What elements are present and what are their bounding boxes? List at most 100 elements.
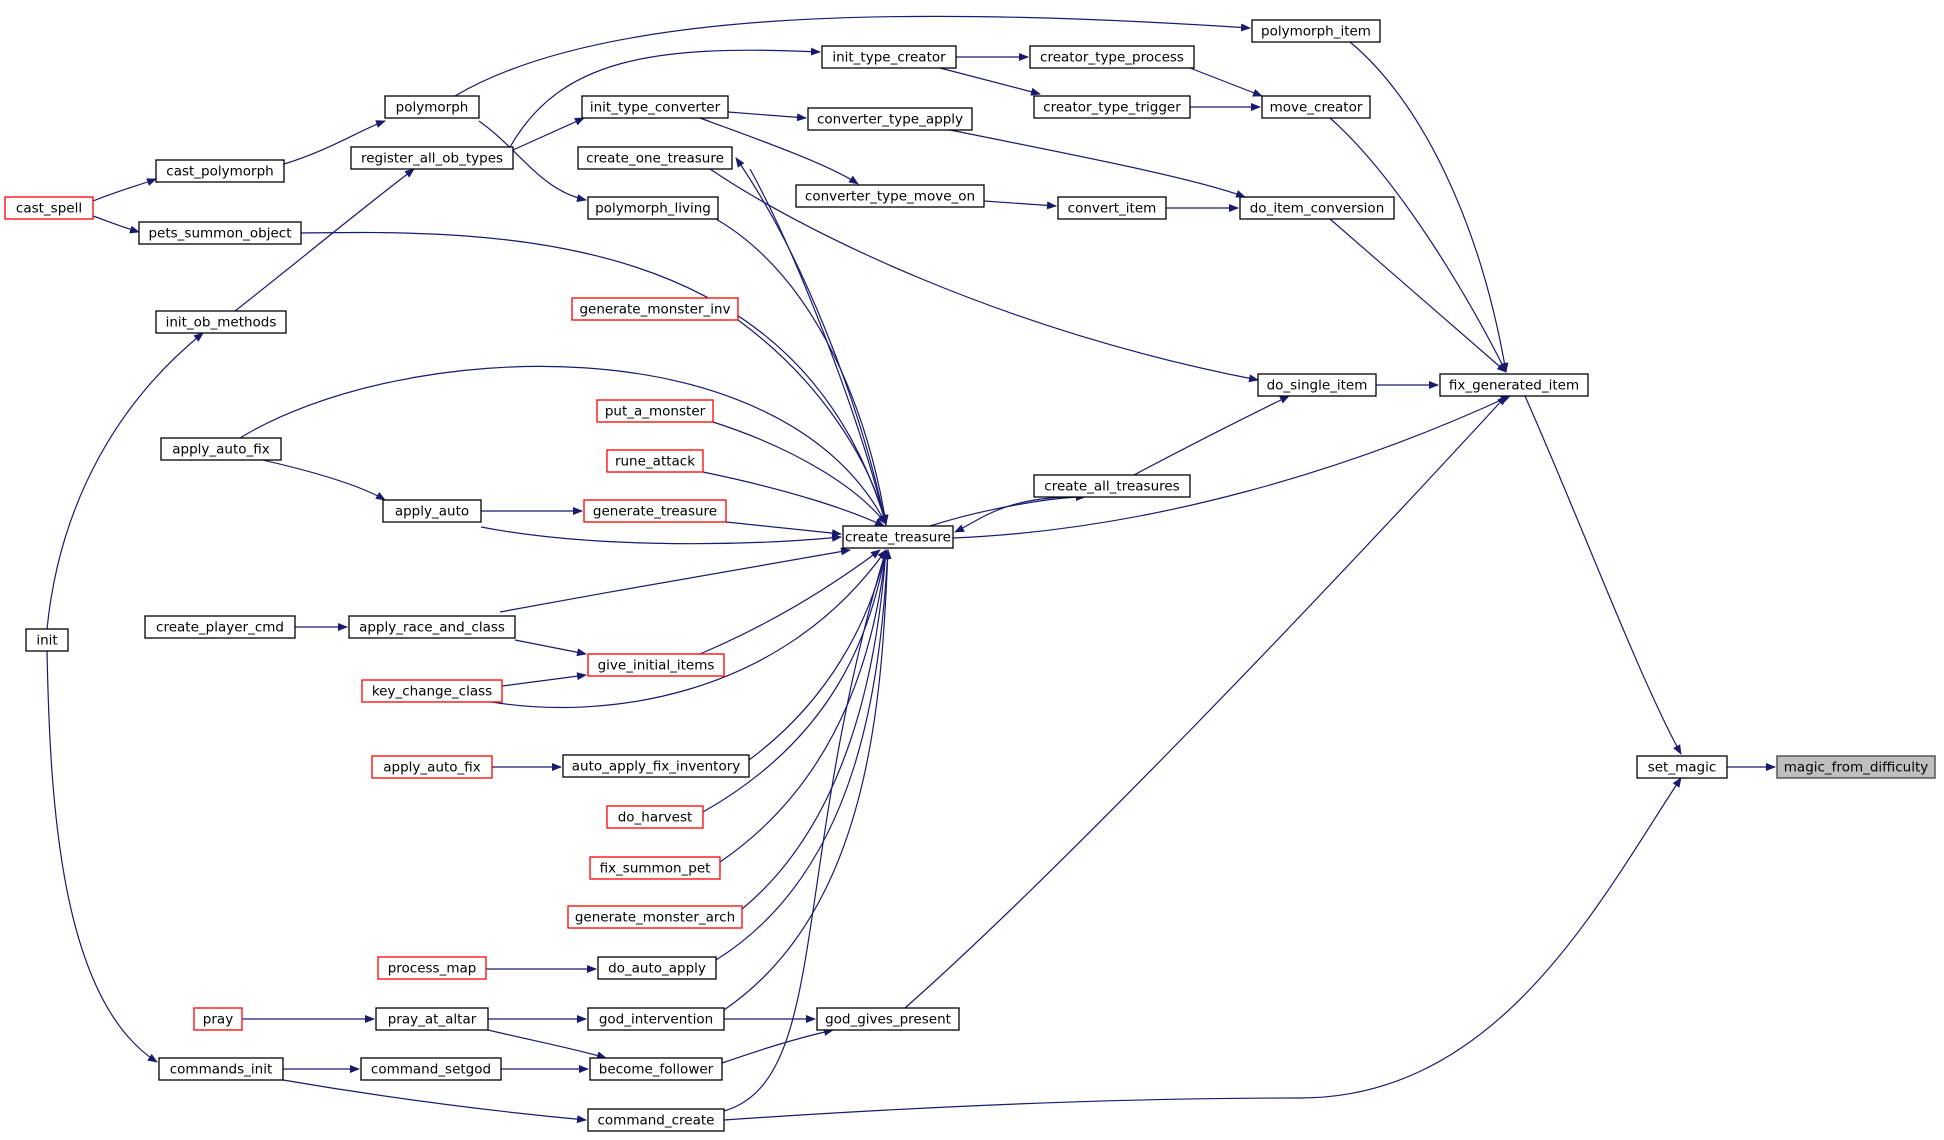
edge-cast-spell-to-cast-polymorph [92,178,157,202]
node-generate-treasure[interactable]: generate_treasure [583,499,727,523]
node-do-item-conversion[interactable]: do_item_conversion [1239,196,1395,220]
node-box [587,1108,725,1132]
node-create-player-cmd[interactable]: create_player_cmd [144,615,296,639]
edge-become-follower-to-god-gives-present [721,1028,834,1064]
node-box [606,449,704,473]
node-generate-monster-inv[interactable]: generate_monster_inv [571,297,739,321]
node-register-all-ob-types[interactable]: register_all_ob_types [350,146,514,170]
node-label: god_intervention [599,1012,713,1028]
node-label: process_map [388,961,477,977]
node-init-type-creator[interactable]: init_type_creator [821,45,957,69]
node-apply-auto-fix[interactable]: apply_auto_fix [160,437,282,461]
node-box [1776,755,1936,779]
node-creator-type-trigger[interactable]: creator_type_trigger [1033,95,1191,119]
node-create-all-treasures[interactable]: create_all_treasures [1033,474,1191,498]
node-command-setgod[interactable]: command_setgod [360,1057,502,1081]
node-rune-attack[interactable]: rune_attack [606,449,704,473]
node-move-creator[interactable]: move_creator [1261,95,1371,119]
node-box [138,221,302,245]
node-generate-monster-arch[interactable]: generate_monster_arch [567,905,743,929]
node-box [155,310,287,334]
node-box [384,95,480,119]
node-box [821,45,957,69]
node-do-harvest[interactable]: do_harvest [606,805,704,829]
node-label: generate_monster_inv [579,302,730,318]
edge-polymorph-living-to-create-treasure [715,218,889,525]
node-polymorph[interactable]: polymorph [384,95,480,119]
node-box [589,856,721,880]
node-convert-item[interactable]: convert_item [1057,196,1167,220]
edge-create-all-treasures-to-do-single-item [1133,395,1290,476]
node-converter-type-move-on[interactable]: converter_type_move_on [795,184,985,208]
node-box [155,159,285,183]
node-apply-race-and-class[interactable]: apply_race_and_class [348,615,516,639]
edge-fix-summon-pet-to-create-treasure [719,549,889,863]
node-label: set_magic [1648,760,1717,776]
node-create-one-treasure[interactable]: create_one_treasure [577,146,733,170]
node-label: init_type_creator [832,50,946,66]
node-label: do_item_conversion [1250,201,1385,217]
node-create-treasure[interactable]: create_treasure [842,525,954,549]
node-put-a-monster[interactable]: put_a_monster [596,399,714,423]
node-god-gives-present[interactable]: god_gives_present [816,1007,960,1031]
node-set-magic[interactable]: set_magic [1636,755,1728,779]
node-converter-type-apply[interactable]: converter_type_apply [807,107,973,131]
node-label: fix_generated_item [1449,378,1579,394]
node-key-change-class[interactable]: key_change_class [361,679,503,703]
edge-pets-summon-object-to-create-treasure [300,231,888,525]
node-label: cast_spell [16,201,82,217]
edge-init-to-init-ob-methods [46,332,204,630]
node-become-follower[interactable]: become_follower [589,1057,723,1081]
node-cast-spell[interactable]: cast_spell [4,196,94,220]
node-box [193,1007,243,1031]
edge-cast-spell-to-pets-summon-object [92,215,140,234]
node-creator-type-process[interactable]: creator_type_process [1029,45,1195,69]
node-box [158,1057,284,1081]
node-label: auto_apply_fix_inventory [572,759,741,775]
node-polymorph-item[interactable]: polymorph_item [1251,19,1381,43]
node-cast-polymorph[interactable]: cast_polymorph [155,159,285,183]
node-label: pets_summon_object [148,226,291,242]
node-apply-auto-fix-red[interactable]: apply_auto_fix [371,755,493,779]
node-label: cast_polymorph [166,164,273,180]
node-box [360,1057,502,1081]
node-label: create_player_cmd [156,620,284,636]
node-auto-apply-fix-inventory[interactable]: auto_apply_fix_inventory [562,754,750,778]
node-label: give_initial_items [598,658,715,674]
node-polymorph-living[interactable]: polymorph_living [587,196,719,220]
node-apply-auto[interactable]: apply_auto [382,499,482,523]
node-box [562,754,750,778]
node-pets-summon-object[interactable]: pets_summon_object [138,221,302,245]
node-commands-init[interactable]: commands_init [158,1057,284,1081]
edge-apply-race-and-class-to-give-initial-items [514,639,587,657]
edge-put-a-monster-to-create-treasure [712,421,887,525]
node-pray-at-altar[interactable]: pray_at_altar [375,1007,489,1031]
node-box [1257,373,1377,397]
node-god-intervention[interactable]: god_intervention [587,1007,725,1031]
node-label: convert_item [1068,201,1157,217]
node-init-type-converter[interactable]: init_type_converter [581,95,729,119]
edge-converter-type-move-on-to-convert-item [983,200,1057,210]
node-do-single-item[interactable]: do_single_item [1257,373,1377,397]
node-box [807,107,973,131]
node-command-create[interactable]: command_create [587,1108,725,1132]
edge-give-initial-items-to-create-treasure [699,549,881,655]
edge-init-type-converter-to-converter-type-apply [727,111,807,122]
node-label: do_auto_apply [608,961,706,977]
edge-command-create-to-create-treasure [723,549,888,1112]
node-init-ob-methods[interactable]: init_ob_methods [155,310,287,334]
node-do-auto-apply[interactable]: do_auto_apply [597,956,717,980]
node-fix-summon-pet[interactable]: fix_summon_pet [589,856,721,880]
node-fix-generated-item[interactable]: fix_generated_item [1439,373,1589,397]
node-pray[interactable]: pray [193,1007,243,1031]
node-process-map[interactable]: process_map [377,956,487,980]
node-give-initial-items[interactable]: give_initial_items [587,653,725,677]
edge-do-auto-apply-to-create-treasure [715,549,892,961]
node-box [4,196,94,220]
node-label: generate_treasure [593,504,717,520]
edge-generate-monster-inv-to-create-treasure [737,319,888,525]
node-magic-from-difficulty[interactable]: magic_from_difficulty [1776,755,1936,779]
node-init[interactable]: init [25,628,69,652]
edge-create-treasure-to-fix-generated-item [952,395,1511,539]
